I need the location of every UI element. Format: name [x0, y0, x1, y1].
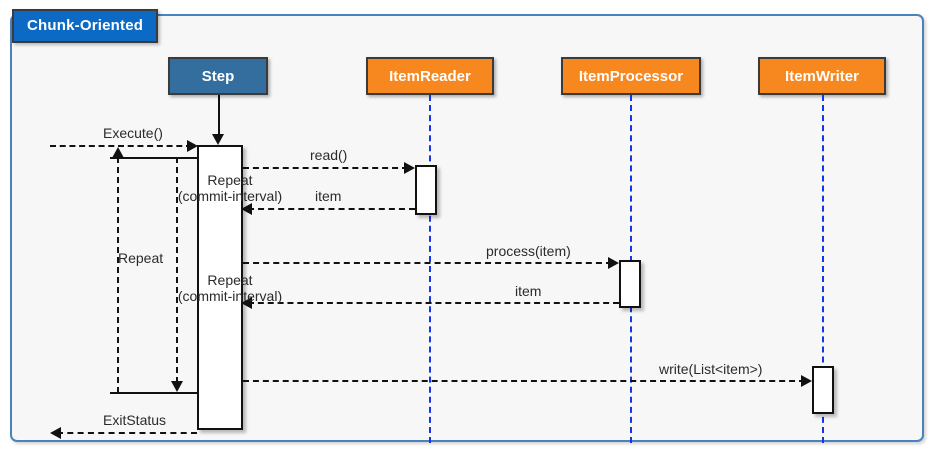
message-item-read-arrowhead	[241, 203, 252, 215]
chunk-read-loop-label-line2: (commit-interval)	[177, 188, 283, 205]
message-exitstatus-line	[57, 432, 197, 434]
outer-loop-label: Repeat	[118, 250, 164, 266]
lifeline-itemreader	[429, 95, 431, 443]
message-item-read-label: item	[315, 188, 342, 204]
outer-loop-left-line	[117, 157, 119, 393]
chunk-process-loop-label-line2: (commit-interval)	[177, 288, 283, 305]
message-exitstatus-label: ExitStatus	[103, 412, 167, 428]
participant-itemreader-label: ItemReader	[389, 67, 471, 85]
message-read-line	[243, 167, 408, 169]
participant-step[interactable]: Step	[168, 57, 268, 95]
message-item-process-line	[248, 302, 619, 304]
chunk-read-loop-label-line1: Repeat	[207, 172, 253, 188]
activation-itemprocessor	[619, 260, 641, 308]
message-execute-arrowhead	[187, 140, 198, 152]
message-item-read-line	[248, 208, 415, 210]
lifeline-itemwriter	[822, 95, 824, 443]
message-exitstatus-arrowhead	[50, 427, 61, 439]
chunk-read-loop-label: Repeat (commit-interval)	[158, 172, 302, 204]
participant-itemwriter-label: ItemWriter	[785, 67, 859, 85]
message-process-arrowhead	[608, 257, 619, 269]
participant-itemprocessor-label: ItemProcessor	[578, 67, 684, 85]
participant-itemreader[interactable]: ItemReader	[366, 57, 494, 95]
message-process-label: process(item)	[486, 243, 571, 259]
chunk-process-loop-label: Repeat (commit-interval)	[158, 272, 302, 304]
message-write-arrowhead	[801, 375, 812, 387]
message-write-label: write(List<item>)	[659, 361, 763, 377]
message-read-arrowhead	[404, 162, 415, 174]
outer-loop-top-arrow	[112, 147, 124, 158]
chunk-process-loop-label-line1: Repeat	[207, 272, 253, 288]
outer-loop-bottom-bar	[110, 392, 198, 394]
outer-loop-top-bar	[110, 157, 198, 159]
activation-itemreader	[415, 165, 437, 215]
message-item-process-arrowhead	[241, 297, 252, 309]
step-activation-entry-arrow	[212, 134, 224, 145]
frame-tag-chunk-oriented: Chunk-Oriented	[12, 9, 159, 43]
outer-loop-right-line	[176, 157, 178, 383]
message-execute-line	[50, 145, 192, 147]
message-process-line	[243, 262, 612, 264]
activation-itemwriter	[812, 366, 834, 414]
outer-loop-bottom-arrow	[171, 381, 183, 392]
participant-step-label: Step	[201, 67, 235, 85]
message-item-process-label: item	[515, 283, 542, 299]
participant-itemwriter[interactable]: ItemWriter	[758, 57, 886, 95]
message-write-line	[243, 380, 805, 382]
activation-step	[197, 145, 243, 430]
message-read-label: read()	[310, 147, 348, 163]
message-execute-label: Execute()	[103, 125, 163, 141]
participant-itemprocessor[interactable]: ItemProcessor	[561, 57, 701, 95]
lifeline-step	[218, 95, 220, 137]
